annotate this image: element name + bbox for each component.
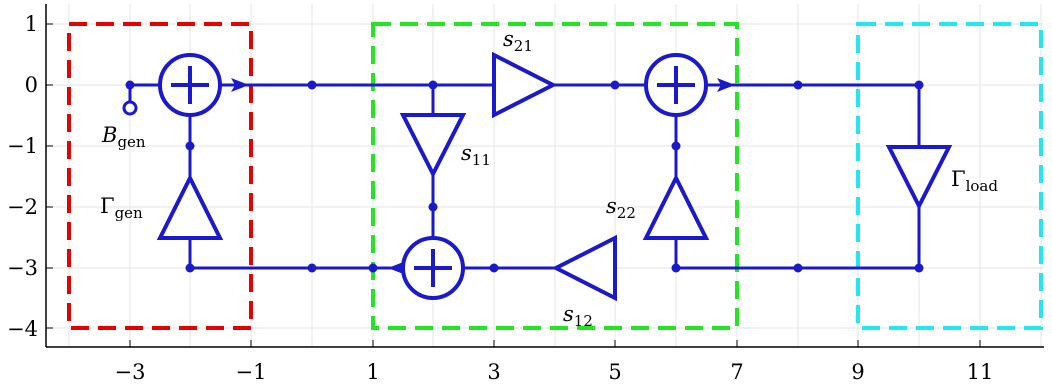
- y-tick-label: 0: [25, 73, 38, 97]
- s11-amplifier: [399, 113, 467, 179]
- x-tick-label: 1: [366, 360, 379, 384]
- x-tick-label: −3: [115, 360, 146, 384]
- arrow-icon: [717, 78, 735, 92]
- s12-amplifier: [551, 234, 617, 302]
- wires: [128, 83, 921, 270]
- y-tick-label: 1: [25, 12, 38, 36]
- y-tick-label: −3: [7, 256, 38, 280]
- load-box: [856, 22, 1043, 330]
- summing-junction-output: [644, 53, 708, 117]
- label-s11: s11: [461, 141, 491, 169]
- axes-frame: [45, 4, 1044, 348]
- nodes: [122, 80, 924, 273]
- x-tick-label: 3: [487, 360, 500, 384]
- label-s21: s21: [503, 27, 533, 55]
- x-tick-label: 9: [851, 360, 864, 384]
- x-tick-labels: −3 −1 1 3 5 7 9 11: [115, 360, 994, 384]
- s21-amplifier: [492, 51, 558, 119]
- arrow-icon: [231, 78, 249, 92]
- source-terminal-icon: [122, 100, 138, 116]
- label-gamma-load: Γload: [951, 167, 998, 195]
- summing-junction-generator: [158, 53, 222, 117]
- gamma-gen-amplifier: [156, 173, 224, 240]
- y-tick-label: −1: [7, 134, 38, 158]
- label-gamma-gen: Γgen: [100, 194, 143, 222]
- generator-box: [67, 22, 253, 330]
- y-tick-label: −2: [7, 195, 38, 219]
- gamma-load-amplifier: [885, 145, 953, 211]
- x-tick-label: 11: [967, 360, 994, 384]
- label-s12: s12: [563, 302, 593, 330]
- label-s22: s22: [606, 194, 636, 222]
- x-tick-label: 7: [730, 360, 743, 384]
- s22-amplifier: [642, 173, 710, 240]
- label-b-gen: Bgen: [101, 123, 146, 151]
- summing-junction-input: [401, 236, 465, 300]
- y-tick-label: −4: [7, 317, 38, 341]
- y-tick-labels: 1 0 −1 −2 −3 −4: [7, 12, 38, 341]
- x-tick-label: −1: [236, 360, 267, 384]
- two-port-box: [371, 22, 739, 330]
- x-tick-label: 5: [608, 360, 621, 384]
